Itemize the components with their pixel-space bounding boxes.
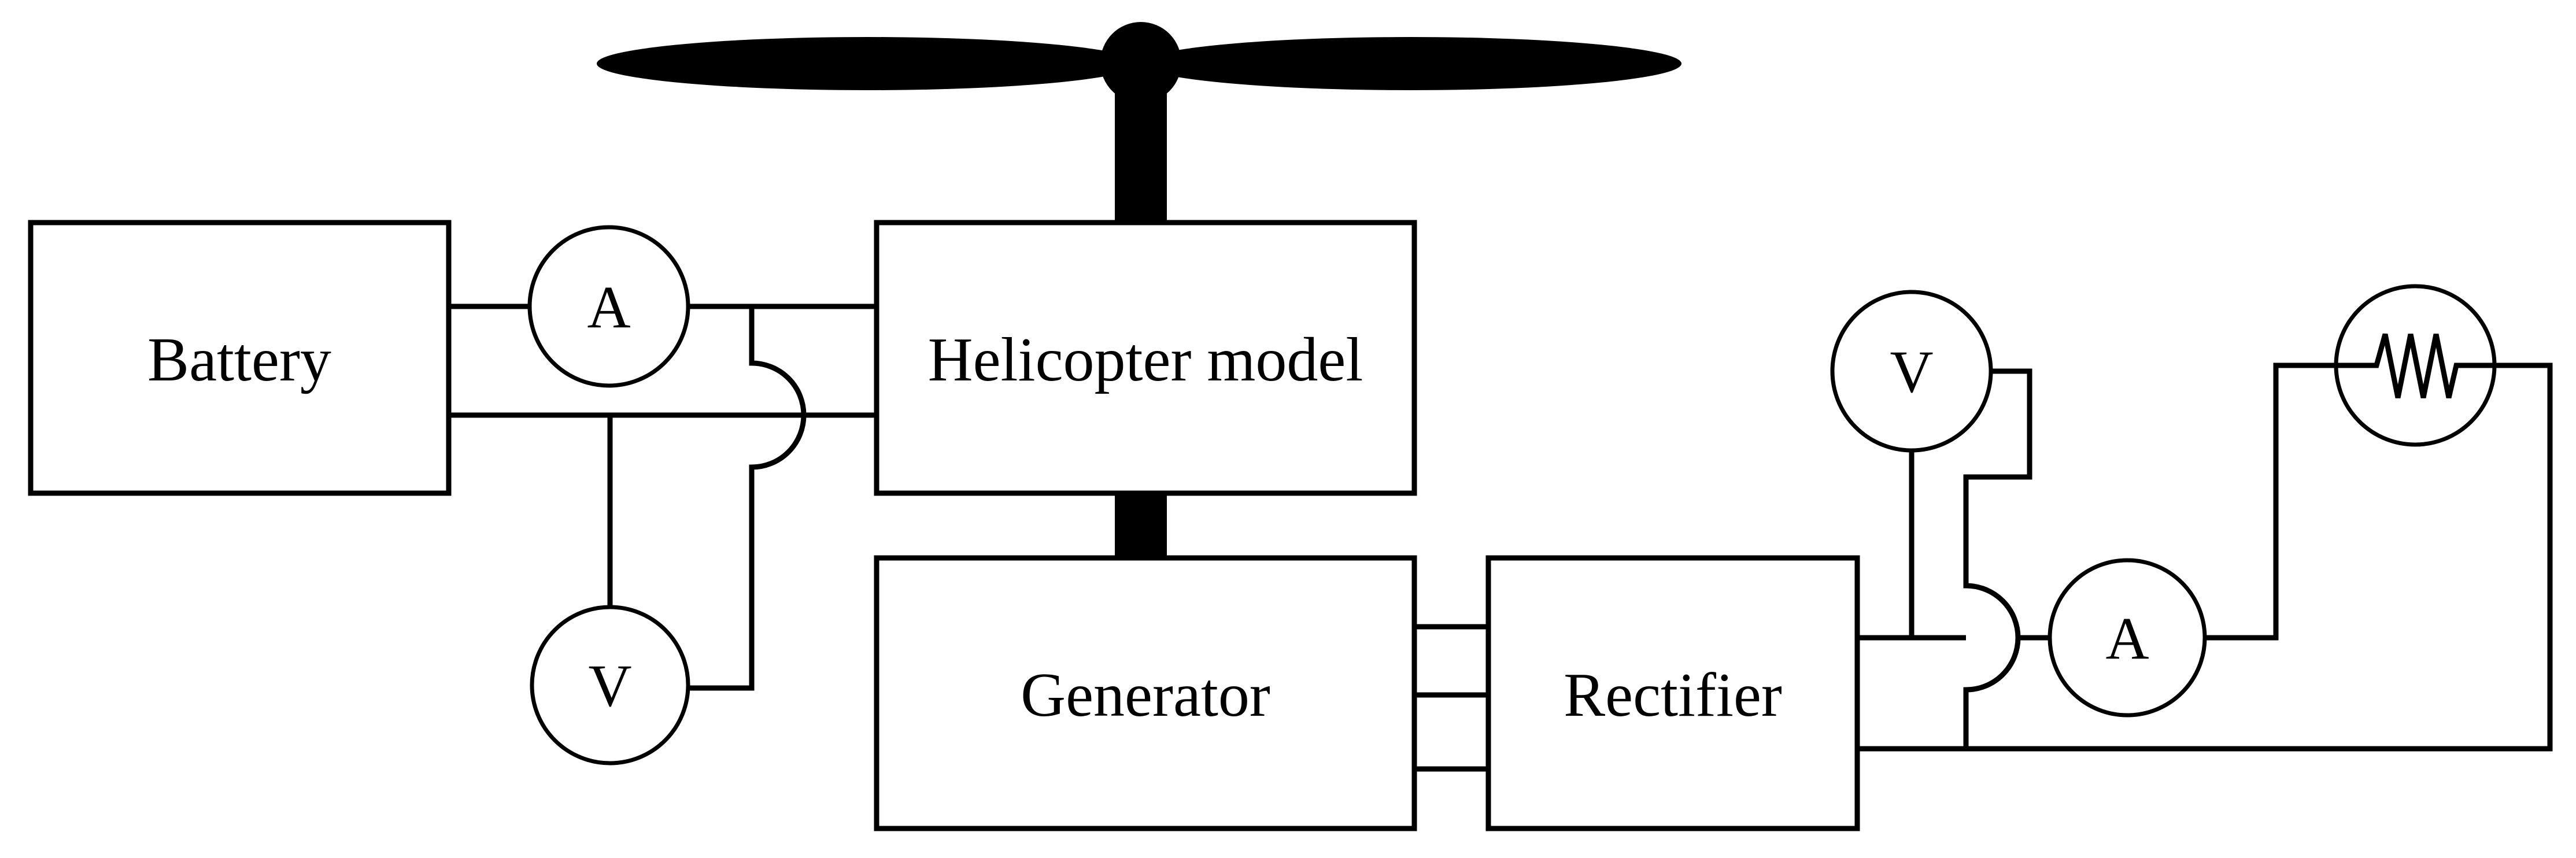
generator-label: Generator — [1021, 661, 1270, 730]
battery-ammeter: A — [527, 225, 690, 388]
output-ammeter-label: A — [2105, 605, 2149, 672]
rectifier-block: Rectifier — [1485, 555, 1860, 831]
rotor-blade-left — [597, 37, 1138, 90]
output-voltmeter: V — [1830, 290, 1993, 453]
battery-voltmeter: V — [530, 605, 690, 765]
output-ammeter: A — [2048, 558, 2207, 718]
resistor-icon — [2337, 333, 2493, 399]
helicopter-model-label: Helicopter model — [928, 326, 1363, 394]
three-phase-lines — [1414, 624, 1488, 772]
rotor-assembly — [597, 22, 1681, 223]
load-resistor — [2334, 284, 2497, 447]
battery-label: Battery — [147, 326, 331, 394]
rotor-blade-right — [1140, 37, 1681, 90]
generator-block: Generator — [874, 555, 1417, 831]
rectifier-label: Rectifier — [1564, 661, 1782, 730]
battery-circuit-wiring — [449, 304, 877, 691]
battery-voltmeter-label: V — [588, 653, 631, 719]
output-circuit-wiring — [1857, 363, 2553, 752]
output-voltmeter-label: V — [1890, 339, 1933, 405]
helicopter-model-block: Helicopter model — [874, 220, 1417, 496]
battery-ammeter-label: A — [587, 274, 630, 341]
drive-shaft — [1115, 493, 1167, 558]
battery-block: Battery — [28, 220, 452, 496]
rotor-hub-icon — [1100, 22, 1181, 103]
